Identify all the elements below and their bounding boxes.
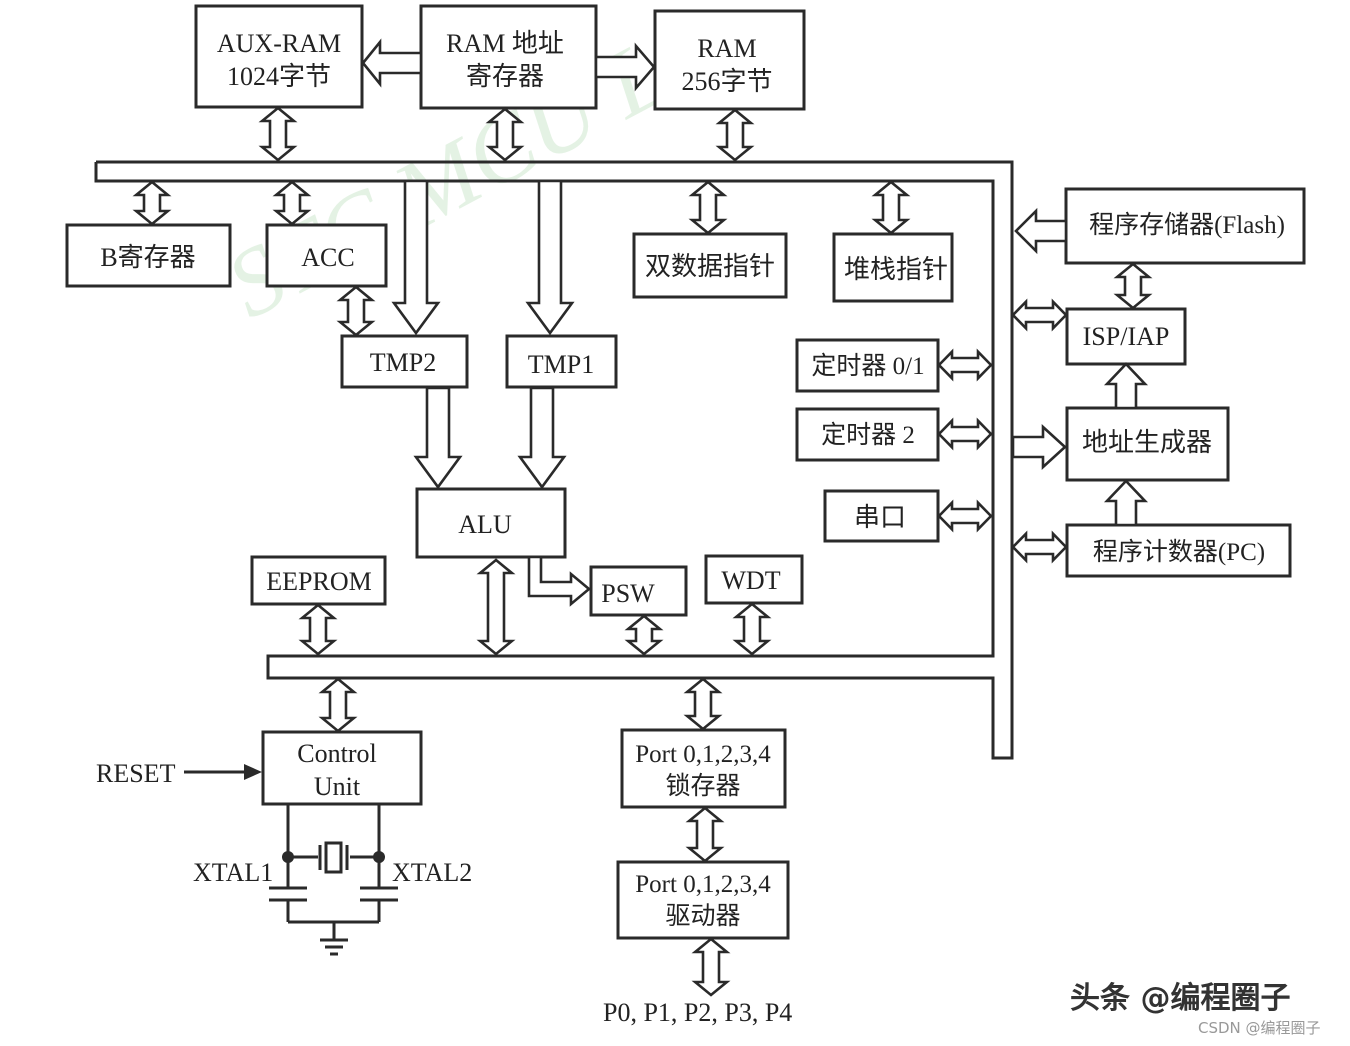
control-unit-block: Control Unit (261, 730, 423, 806)
timer2-label: 定时器 2 (821, 421, 915, 449)
arrow-bus-b-register (132, 180, 172, 226)
port-latch-label-2: 锁存器 (665, 772, 740, 800)
timer2-block: 定时器 2 (795, 407, 940, 462)
port-latch-block: Port 0,1,2,3,4 锁存器 (620, 728, 787, 809)
vertical-double-arrows (132, 106, 1153, 997)
arrow-to-aux-ram (361, 38, 423, 88)
arrow-acc-tmp2 (336, 285, 376, 337)
timer01-label: 定时器 0/1 (811, 352, 924, 380)
tmp2-block: TMP2 (340, 334, 469, 389)
arrow-flash-isp (1113, 262, 1153, 310)
b-register-block: B寄存器 (65, 223, 232, 288)
arrow-wdt-bus (732, 602, 772, 656)
alu-label: ALU (458, 510, 512, 539)
acc-label: ACC (301, 243, 354, 272)
flash-block: 程序存储器(Flash) (1064, 187, 1306, 265)
dual-data-pointer-block: 双数据指针 (632, 232, 788, 299)
tmp2-label: TMP2 (370, 348, 436, 377)
arrow-tmp1-alu (517, 386, 567, 490)
alu-block: ALU (415, 487, 567, 559)
toutiao-credit: 头条 @编程圈子 (1070, 981, 1290, 1016)
aux-ram-block: AUX-RAM 1024字节 (194, 4, 364, 109)
stack-pointer-block: 堆栈指针 (832, 232, 954, 303)
arrow-bus-stack-ptr (871, 180, 911, 235)
ram256-label-2: 256字节 (681, 67, 772, 96)
acc-block: ACC (265, 223, 388, 288)
arrow-eeprom-bus (298, 603, 338, 656)
wdt-block: WDT (704, 554, 804, 605)
flash-label: 程序存储器(Flash) (1089, 211, 1285, 239)
arrow-bus-control-unit (318, 677, 358, 733)
arrow-bus-tmp2 (391, 179, 441, 336)
aux-ram-label-1: AUX-RAM (217, 29, 341, 58)
dual-dptr-label: 双数据指针 (645, 252, 775, 281)
control-unit-label-1: Control (297, 739, 376, 768)
timer01-block: 定时器 0/1 (795, 338, 940, 393)
ram-addr-label-1: RAM 地址 (446, 29, 564, 58)
pc-label: 程序计数器(PC) (1093, 538, 1265, 566)
arrow-uart-bus (937, 499, 993, 533)
crystal-circuit (269, 805, 398, 956)
arrow-alu-bus (476, 558, 516, 656)
ram256-label-1: RAM (697, 34, 756, 63)
isp-iap-block: ISP/IAP (1065, 307, 1187, 366)
arrow-bus-isp (1011, 298, 1068, 332)
port-latch-label-1: Port 0,1,2,3,4 (635, 741, 771, 768)
horizontal-double-arrows (937, 298, 1068, 564)
ports-output-label: P0, P1, P2, P3, P4 (603, 998, 792, 1027)
arrow-ram256-bus (715, 108, 755, 162)
arrow-tmp2-alu (413, 386, 463, 490)
arrow-addr-gen-to-isp (1103, 362, 1149, 410)
arrow-latch-driver (685, 806, 725, 863)
control-unit-label-2: Unit (314, 772, 361, 801)
csdn-credit: CSDN @编程圈子 (1198, 1019, 1321, 1037)
tmp1-label: TMP1 (528, 350, 594, 379)
uart-block: 串口 (823, 489, 940, 543)
eeprom-block: EEPROM (250, 555, 387, 606)
stack-ptr-label: 堆栈指针 (844, 255, 948, 284)
port-driver-label-2: 驱动器 (665, 903, 740, 930)
addr-gen-label: 地址生成器 (1082, 428, 1212, 457)
wdt-label: WDT (721, 566, 780, 595)
ram-256-block: RAM 256字节 (653, 9, 806, 111)
xtal1-label: XTAL1 (193, 858, 273, 887)
arrow-aux-ram-bus (258, 106, 298, 162)
arrow-timer01-bus (937, 348, 993, 382)
internal-bus-upper (94, 160, 1014, 760)
port-driver-block: Port 0,1,2,3,4 驱动器 (616, 860, 790, 940)
arrow-alu-to-psw (527, 555, 592, 607)
psw-block: PSW (589, 565, 688, 617)
program-counter-block: 程序计数器(PC) (1065, 523, 1292, 578)
port-driver-label-1: Port 0,1,2,3,4 (635, 871, 771, 898)
psw-label: PSW (601, 579, 655, 608)
arrow-bus-acc (272, 180, 312, 226)
tmp1-block: TMP1 (505, 334, 618, 389)
b-register-label: B寄存器 (100, 243, 195, 272)
arrow-ram-addr-bus (485, 107, 525, 162)
arrow-pc-to-addr-gen (1103, 479, 1149, 527)
arrow-bus-dual-dptr (688, 180, 728, 235)
xtal2-label: XTAL2 (392, 858, 472, 887)
arrow-timer2-bus (937, 417, 993, 451)
aux-ram-label-2: 1024字节 (227, 62, 331, 91)
arrow-driver-ports (691, 937, 731, 997)
arrow-bus-pc (1011, 530, 1068, 564)
arrow-bus-tmp1 (525, 179, 575, 336)
ram-addr-label-2: 寄存器 (466, 62, 544, 91)
arrow-flash-to-bus (1014, 207, 1068, 255)
address-generator-block: 地址生成器 (1065, 406, 1230, 482)
ram-address-register-block: RAM 地址 寄存器 (419, 4, 598, 110)
isp-iap-label: ISP/IAP (1083, 322, 1170, 351)
arrow-bus-port-latch (683, 677, 723, 731)
wide-down-arrows (391, 179, 575, 490)
reset-label: RESET (96, 759, 176, 788)
uart-label: 串口 (854, 503, 906, 532)
arrow-bus-to-addr-gen (1011, 424, 1067, 470)
eeprom-label: EEPROM (266, 567, 371, 596)
arrow-to-ram256 (594, 42, 656, 92)
arrow-psw-bus (624, 614, 664, 656)
reset-arrow-head (244, 764, 262, 780)
